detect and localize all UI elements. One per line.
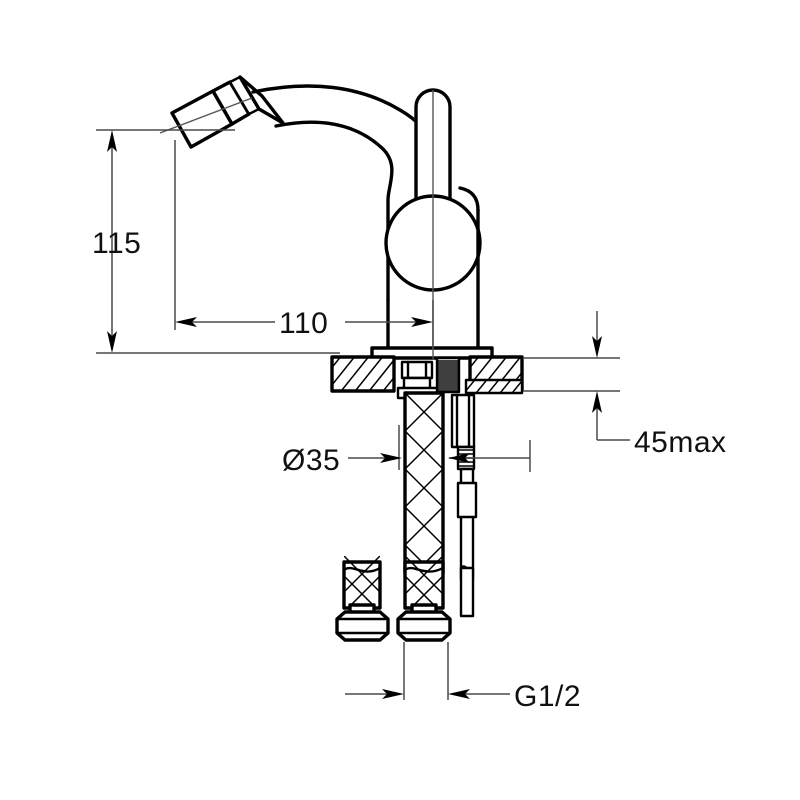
hose-nut-left (396, 610, 452, 642)
dimension-diameter-35-label: Ø35 (282, 444, 340, 477)
dimension-diameter-35 (348, 425, 531, 472)
deck-hatch-left (332, 357, 394, 391)
body-column (386, 186, 480, 354)
deck-section (330, 355, 524, 395)
thread-hatch (438, 360, 458, 392)
dimension-45max-label: 45max (634, 426, 727, 459)
base-flange (370, 346, 494, 360)
deck-hatch-right (470, 357, 522, 391)
dimension-g12-label: G1/2 (514, 680, 581, 713)
dimension-g12 (345, 642, 510, 700)
popup-rod (450, 393, 478, 618)
hose-nut-right (335, 610, 390, 642)
dimension-110 (174, 140, 434, 350)
hose-braid-left-lower (405, 556, 443, 604)
supply-hose-right (335, 556, 390, 642)
supply-hose-left-lower (396, 556, 452, 642)
dimension-110-label: 110 (279, 307, 328, 340)
supply-hose-left (403, 391, 445, 575)
dimension-115 (96, 129, 340, 354)
spout-aerator (159, 75, 285, 149)
deck-hatch-washer (466, 380, 522, 394)
dimension-45max (524, 311, 630, 441)
dimension-115-label: 115 (92, 227, 141, 260)
hose-braid-right (344, 556, 380, 604)
